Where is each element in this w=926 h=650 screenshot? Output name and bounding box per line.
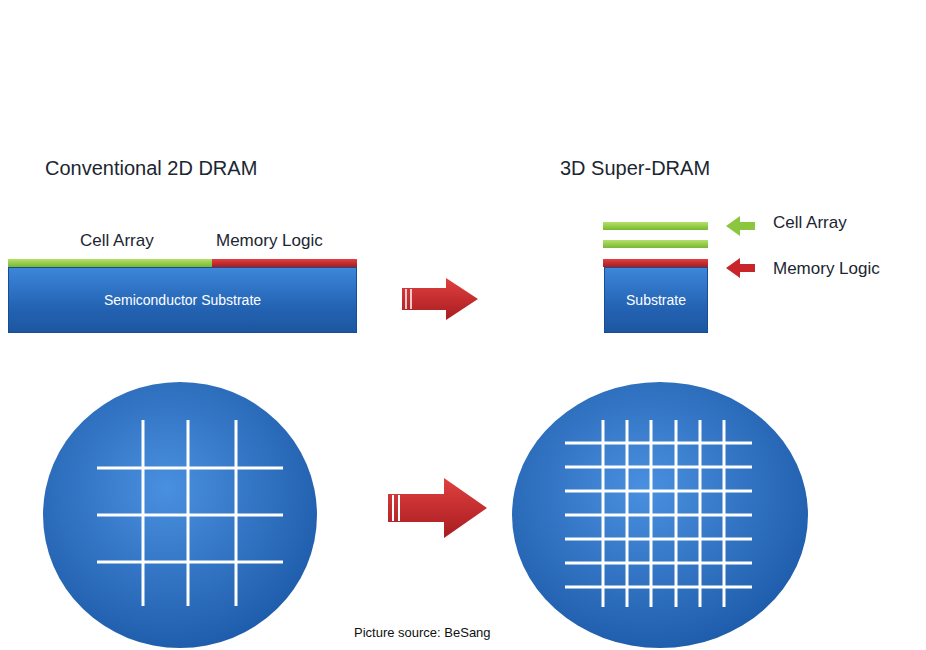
transition-arrow xyxy=(402,278,478,320)
substrate-block: Substrate xyxy=(604,267,708,333)
cell-array-layer xyxy=(603,222,708,230)
transition-arrow xyxy=(388,478,487,538)
cell-array-layer xyxy=(603,240,708,248)
block-label: Semiconductor Substrate xyxy=(104,292,261,308)
layer-label: Cell Array xyxy=(80,231,154,251)
layer-label: Memory Logic xyxy=(773,259,880,279)
memory-logic-layer xyxy=(212,259,357,267)
layer-label: Cell Array xyxy=(773,213,847,233)
cell-array-layer xyxy=(8,259,212,267)
wafer xyxy=(43,382,317,648)
pointer-arrow xyxy=(726,258,755,278)
pointer-arrow xyxy=(726,216,755,236)
memory-logic-layer xyxy=(603,259,708,267)
substrate-block: Semiconductor Substrate xyxy=(8,267,357,333)
column-heading: Conventional 2D DRAM xyxy=(45,156,257,180)
column-heading: 3D Super-DRAM xyxy=(560,156,710,180)
block-label: Substrate xyxy=(626,292,686,308)
caption: Picture source: BeSang xyxy=(352,625,493,641)
die-grid xyxy=(97,420,752,607)
wafer xyxy=(512,382,808,648)
layer-label: Memory Logic xyxy=(216,231,323,251)
